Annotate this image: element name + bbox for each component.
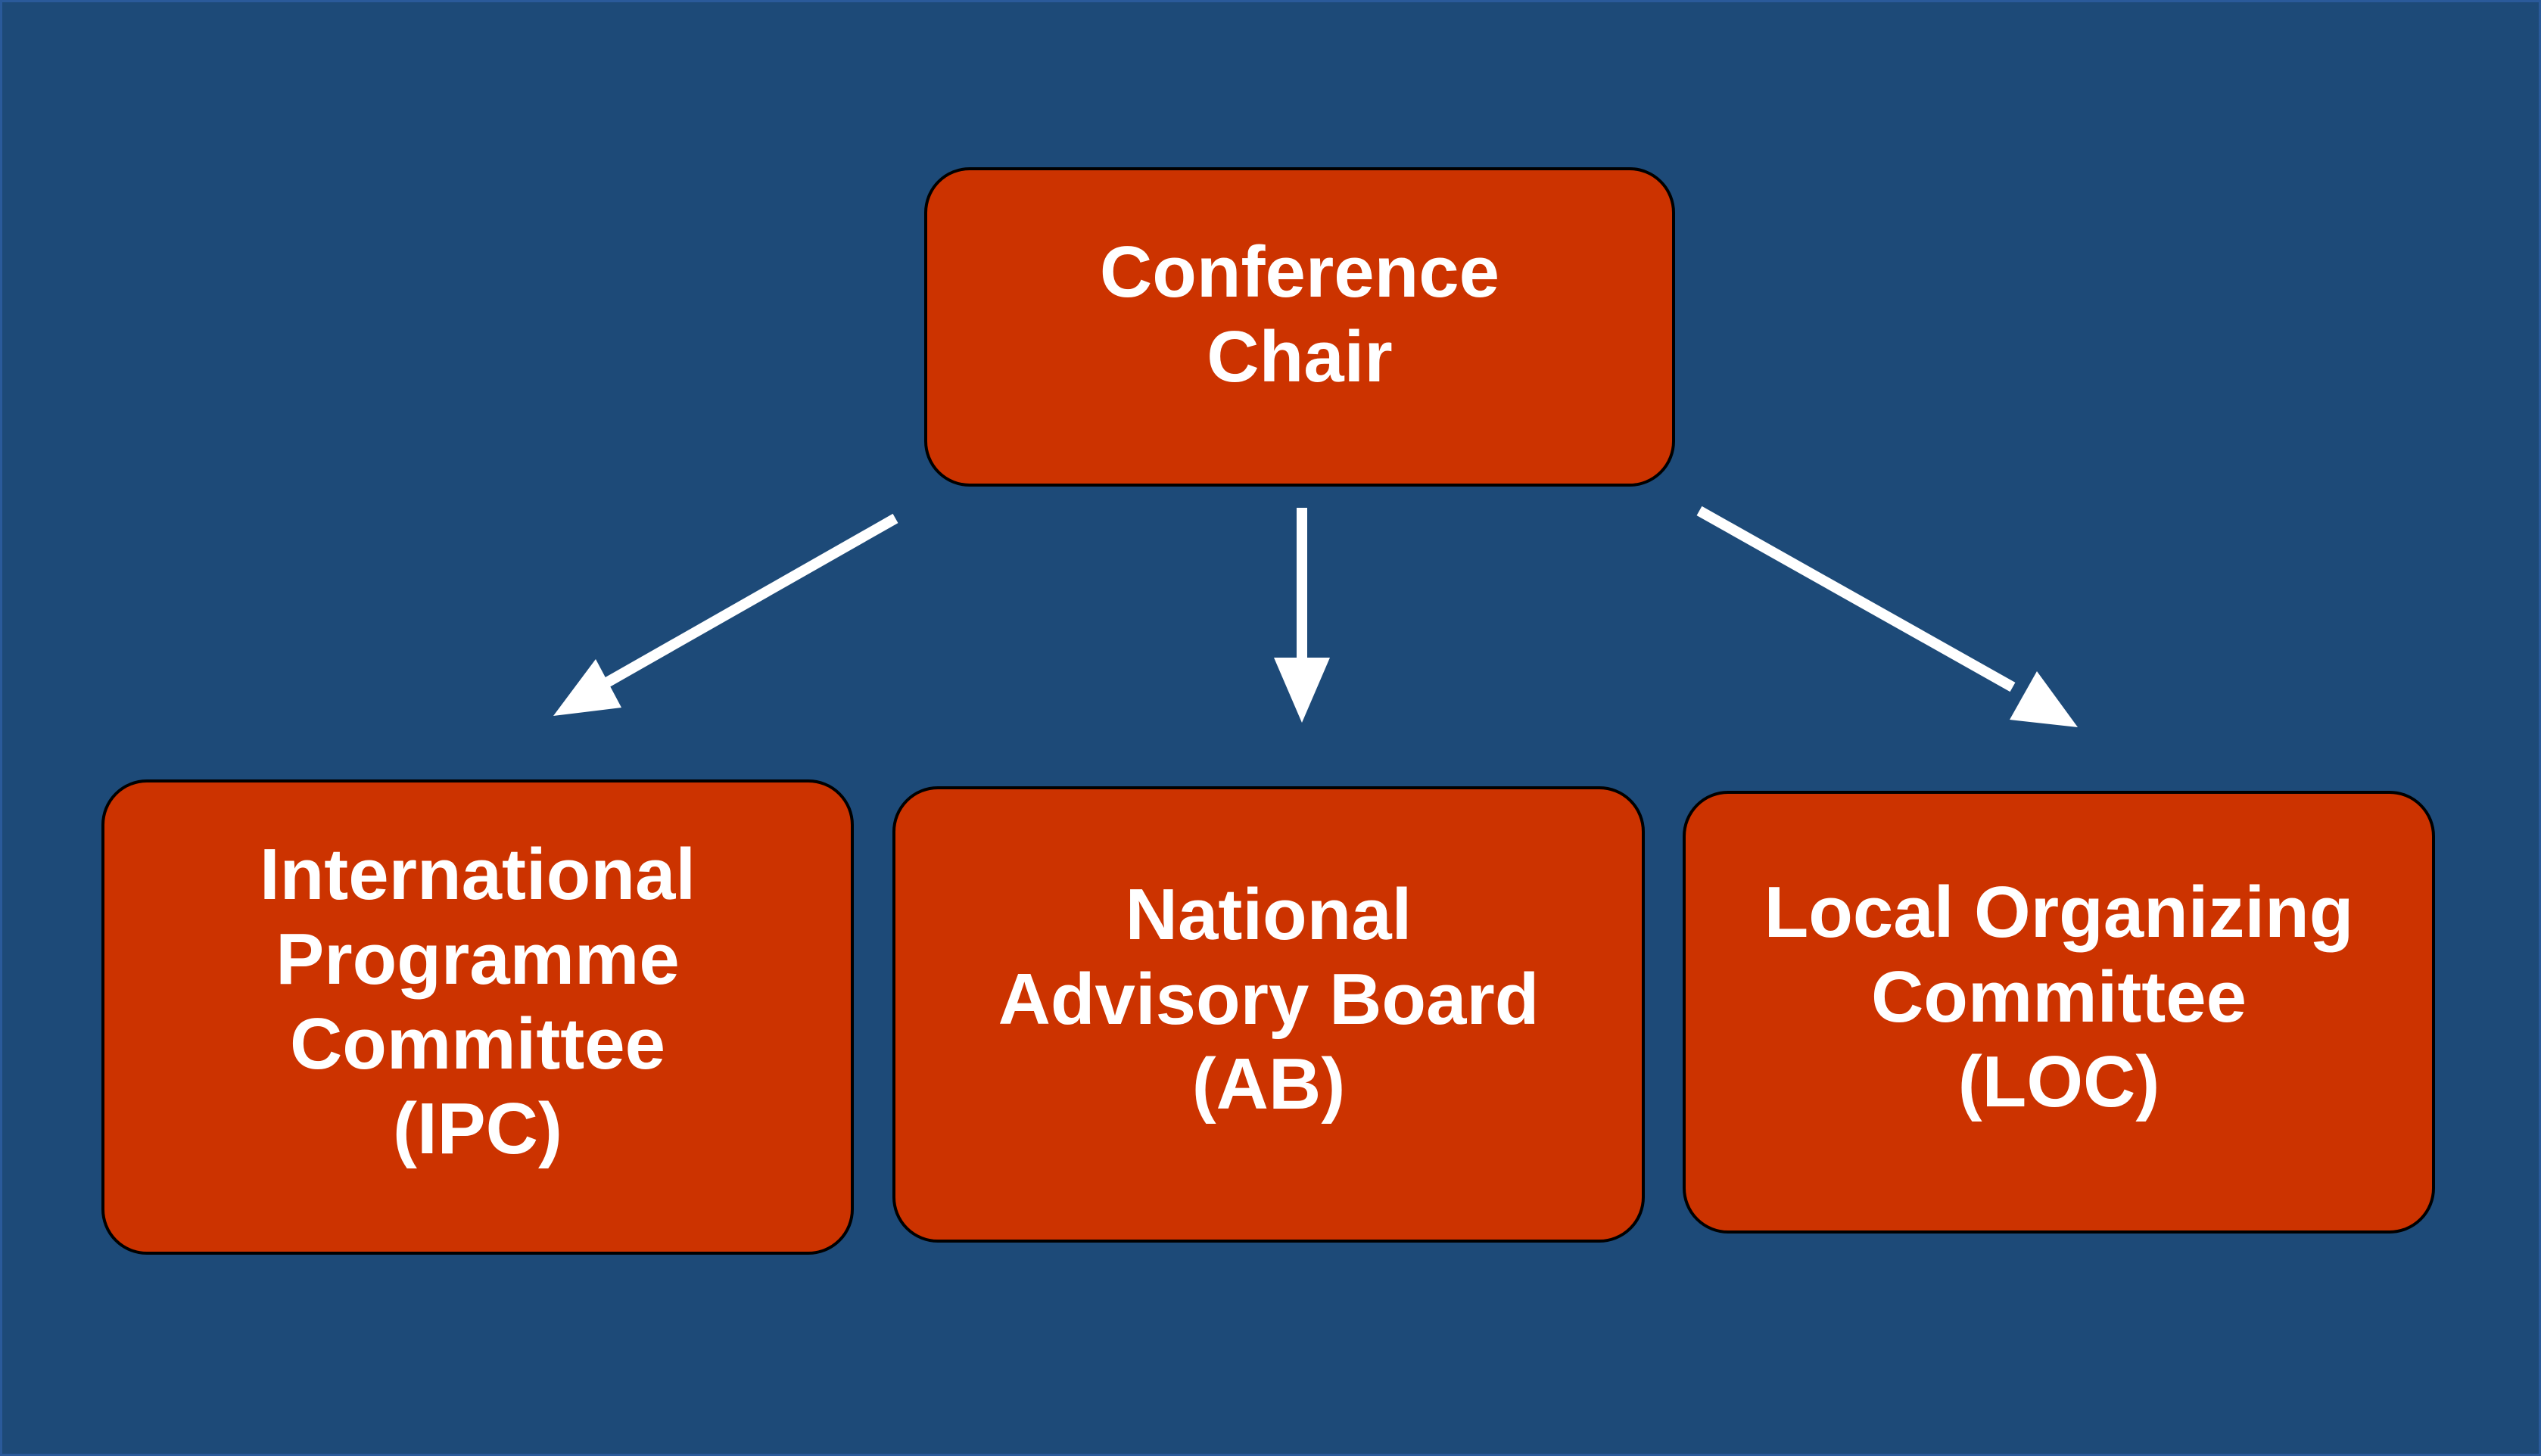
loc-label: Local Organizing Committee (LOC) bbox=[1764, 871, 2354, 1122]
arrow-to-ipc bbox=[553, 513, 898, 716]
advisory-board-label: National Advisory Board (AB) bbox=[998, 873, 1540, 1125]
arrow-to-ab bbox=[1274, 508, 1330, 723]
arrow-to-loc bbox=[1696, 506, 2078, 727]
conference-chair-box: Conference Chair bbox=[924, 167, 1675, 487]
ipc-box: International Programme Committee (IPC) bbox=[101, 779, 854, 1255]
conference-chair-label: Conference Chair bbox=[1099, 232, 1500, 397]
advisory-board-box: National Advisory Board (AB) bbox=[892, 786, 1645, 1243]
loc-box: Local Organizing Committee (LOC) bbox=[1683, 791, 2435, 1234]
ipc-label: International Programme Committee (IPC) bbox=[259, 834, 696, 1169]
